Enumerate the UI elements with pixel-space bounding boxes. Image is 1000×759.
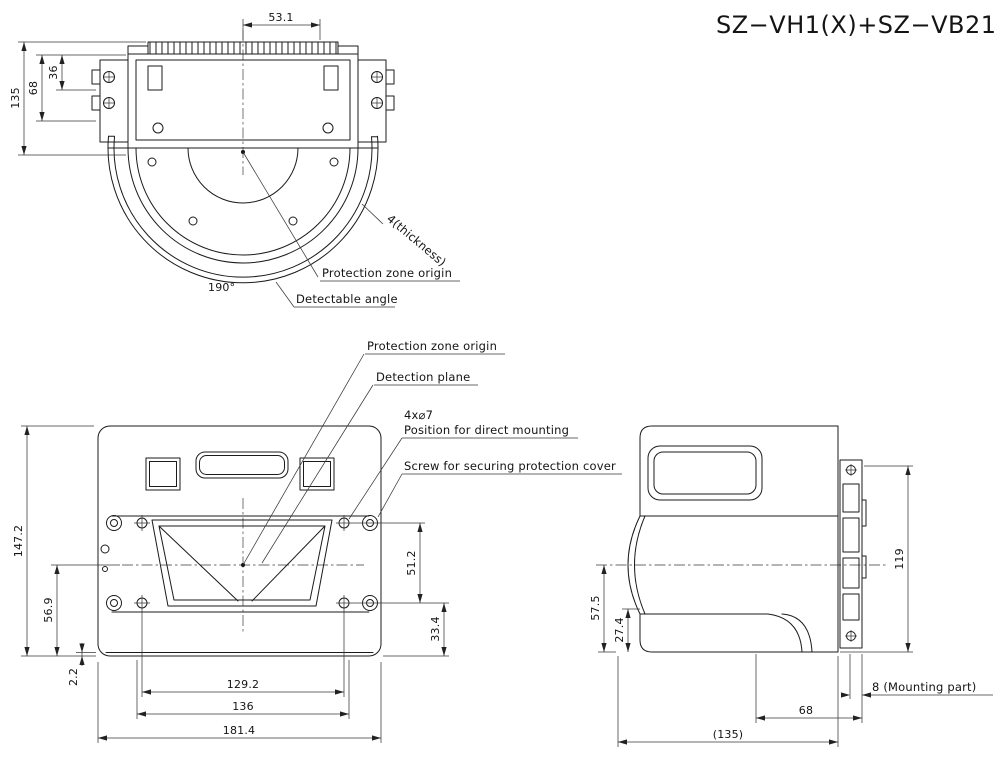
dim-190-deg: 190° (208, 281, 235, 294)
label-protection-zone-origin-front: Protection zone origin (367, 339, 497, 353)
label-detectable-angle: Detectable angle (296, 292, 398, 306)
side-edge-detail (100, 544, 110, 554)
dim-33-4: 33.4 (429, 616, 442, 641)
front-body-outline (97, 425, 382, 657)
dim-119: 119 (893, 548, 906, 570)
cover-screw (188, 216, 198, 226)
front-display-slot-inner (199, 455, 285, 475)
bracket-hole (371, 71, 383, 83)
dim-68-side: 68 (799, 704, 813, 717)
dim-136: 136 (232, 700, 254, 713)
body-screw (322, 122, 334, 134)
mounting-hole-crosses (134, 515, 352, 611)
side-indicator-window (647, 445, 763, 501)
bracket-hole (103, 97, 115, 109)
scan-cover-arcs (107, 135, 379, 284)
front-view-geometry (97, 425, 382, 657)
dim-56-9: 56.9 (42, 597, 55, 622)
dim-57-5: 57.5 (589, 595, 602, 620)
front-indicator-windows (145, 457, 335, 491)
bracket-hole (103, 71, 115, 83)
mounting-plate-details (842, 483, 867, 621)
front-view-dimensions: 147.2 56.9 2.2 129.2 136 181.4 51.2 33.4… (12, 339, 622, 743)
side-view-geometry (627, 425, 867, 653)
plate-screw-crosses (845, 464, 857, 642)
top-dim-lines (18, 19, 321, 156)
label-protection-zone-origin-top: Protection zone origin (322, 266, 452, 280)
top-view-geometry (91, 41, 395, 284)
label-thickness: 4(thickness) (384, 212, 449, 270)
cover-securing-screw (110, 599, 118, 607)
side-view-dimensions: 57.5 27.4 119 68 (135) 8 (Mounting part) (589, 465, 993, 747)
dim-181-4: 181.4 (223, 724, 256, 737)
bracket-hole (371, 97, 383, 109)
side-indicator-window-inner (653, 451, 757, 495)
label-hole-spec: 4x⌀7 (404, 408, 433, 422)
side-edge-detail (102, 566, 108, 572)
body-screw (152, 122, 164, 134)
cable-bend (767, 613, 813, 653)
mounting-plate (839, 459, 863, 649)
cover-screw (147, 157, 157, 167)
dim-129-2: 129.2 (227, 678, 260, 691)
cover-screw (288, 216, 298, 226)
dim-135: 135 (9, 87, 22, 109)
dim-53-1: 53.1 (268, 11, 293, 24)
dim-36: 36 (47, 65, 60, 79)
front-dim-lines (21, 425, 449, 743)
cover-securing-screw (106, 595, 122, 611)
front-dim-arrows (24, 426, 447, 741)
dim-51-2: 51.2 (405, 550, 418, 575)
top-leader-lines (242, 151, 460, 308)
connector-fins (149, 41, 337, 55)
label-mounting-part: 8 (Mounting part) (872, 680, 976, 694)
bracket-hole-crosses (103, 71, 383, 109)
dim-27-4: 27.4 (613, 617, 626, 642)
dim-2-2: 2.2 (67, 668, 80, 686)
mounting-brackets (91, 59, 395, 143)
drawing-title: SZ−VH1(X)+SZ−VB21 (716, 11, 997, 39)
front-leader-lines (242, 353, 622, 566)
cover-securing-screw (110, 519, 118, 527)
dim-147-2: 147.2 (12, 525, 25, 558)
side-body-outline (627, 425, 839, 653)
front-display-slot (195, 451, 289, 479)
side-dim-lines (598, 465, 993, 747)
label-detection-plane: Detection plane (376, 370, 470, 384)
centerlines (122, 30, 886, 632)
cover-securing-screw (106, 515, 122, 531)
label-screw-cover: Screw for securing protection cover (404, 459, 616, 473)
dim-135-ref: (135) (713, 728, 744, 741)
dim-68: 68 (27, 81, 40, 95)
detection-window (151, 519, 333, 607)
label-direct-mounting: Position for direct mounting (404, 423, 569, 437)
cover-screw (329, 157, 339, 167)
front-band-lines (105, 515, 374, 653)
